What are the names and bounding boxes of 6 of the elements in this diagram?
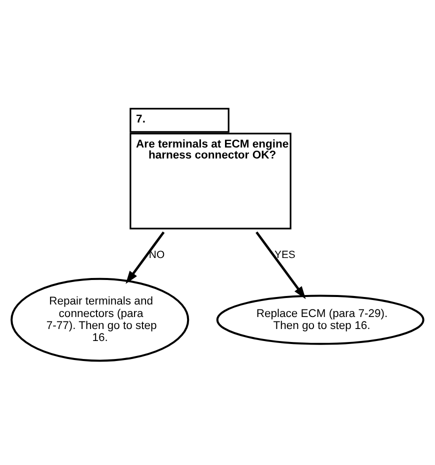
edge-label: NO (148, 250, 165, 262)
arrow (126, 231, 165, 284)
node-ellipse: Replace ECM (para 7-29). Then go to step 16. (216, 294, 424, 345)
node-ellipse: Repair terminals and connectors (para 7-77). Then go to step 16. (10, 278, 190, 362)
arrow (256, 231, 306, 300)
edge-label: YES (274, 250, 296, 262)
